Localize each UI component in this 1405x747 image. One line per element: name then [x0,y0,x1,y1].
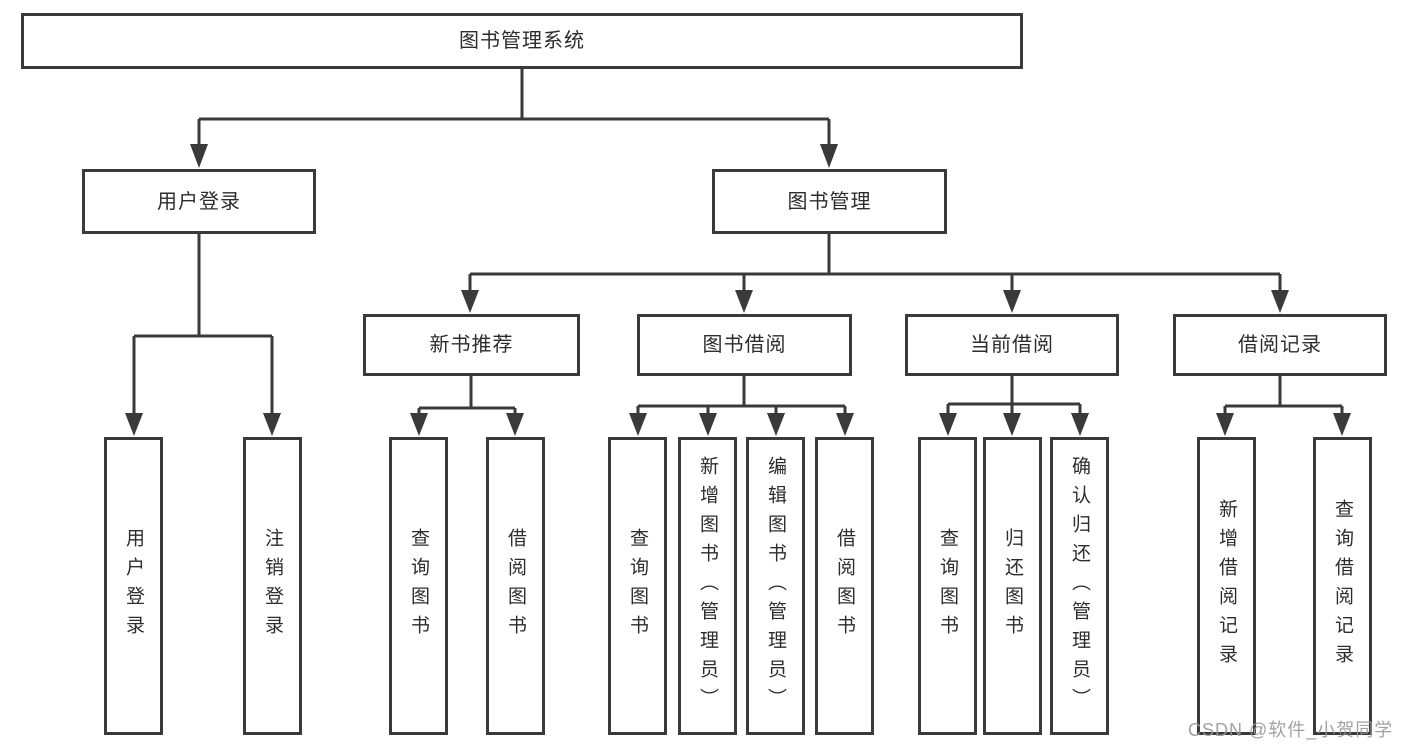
leaf-edit-books-admin: 编辑图书（管理员） [746,437,805,735]
leaf-user-login: 用户登录 [104,437,163,735]
leaf-label: 查询图书 [937,528,958,644]
leaf-add-books-admin: 新增图书（管理员） [678,437,737,735]
node-book-borrowing: 图书借阅 [637,314,852,376]
leaf-label: 编辑图书（管理员） [765,455,786,717]
leaf-label: 注销登录 [262,528,283,644]
leaf-borrow-books: 借阅图书 [815,437,874,735]
node-current-borrowing: 当前借阅 [905,314,1119,376]
leaf-add-borrow-record: 新增借阅记录 [1197,437,1256,735]
leaf-query-borrow-record: 查询借阅记录 [1313,437,1372,735]
node-label: 新书推荐 [429,334,514,356]
node-user-login: 用户登录 [82,169,316,234]
leaf-label: 借阅图书 [834,528,855,644]
leaf-label: 查询借阅记录 [1332,499,1353,673]
leaf-borrow-books-recommend: 借阅图书 [486,437,545,735]
node-label: 借阅记录 [1238,334,1322,356]
leaf-return-books: 归还图书 [983,437,1042,735]
node-library-system: 图书管理系统 [21,13,1023,69]
leaf-query-books-current: 查询图书 [918,437,977,735]
node-label: 图书管理 [787,190,872,213]
node-book-management: 图书管理 [712,169,947,234]
leaf-label: 查询图书 [627,528,648,644]
node-label: 用户登录 [157,190,241,213]
leaf-label: 新增图书（管理员） [697,455,718,717]
leaf-label: 用户登录 [123,528,144,644]
node-label: 图书管理系统 [459,30,585,52]
leaf-label: 确认归还（管理员） [1069,455,1090,717]
leaf-label: 归还图书 [1002,528,1023,644]
node-borrow-records: 借阅记录 [1173,314,1387,376]
csdn-watermark: CSDN @软件_小贺同学 [1188,720,1394,740]
leaf-query-books-borrowing: 查询图书 [608,437,667,735]
node-new-book-recommend: 新书推荐 [363,314,580,376]
leaf-label: 查询图书 [408,528,429,644]
leaf-query-books-recommend: 查询图书 [389,437,448,735]
leaf-confirm-return-admin: 确认归还（管理员） [1050,437,1109,735]
leaf-label: 新增借阅记录 [1216,499,1237,673]
node-label: 图书借阅 [702,334,787,356]
leaf-label: 借阅图书 [505,528,526,644]
node-label: 当前借阅 [970,334,1054,356]
leaf-logout: 注销登录 [243,437,302,735]
